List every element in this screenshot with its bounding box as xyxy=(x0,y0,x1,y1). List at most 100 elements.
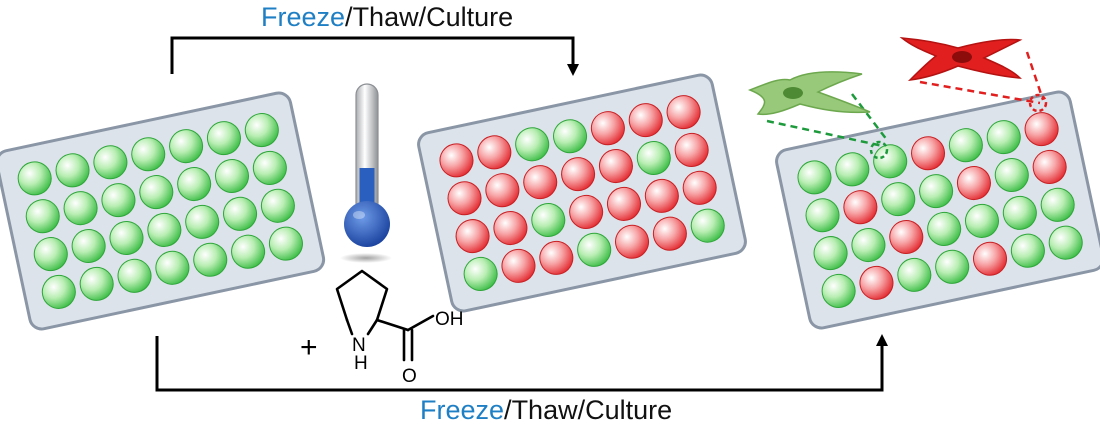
live-well xyxy=(813,236,848,271)
dead-well xyxy=(501,248,536,283)
live-well xyxy=(101,183,136,218)
top-slash-1: / xyxy=(345,2,353,32)
dead-well xyxy=(539,240,574,275)
live-well xyxy=(193,242,228,277)
live-cell-callout xyxy=(766,93,889,160)
live-well xyxy=(71,229,106,264)
dead-well xyxy=(674,132,709,167)
live-well xyxy=(260,188,295,223)
live-well xyxy=(169,129,204,164)
dead-well xyxy=(973,241,1008,276)
live-well xyxy=(897,257,932,292)
live-well xyxy=(215,158,250,193)
bottom-thaw-text: Thaw xyxy=(511,395,578,425)
dead-well xyxy=(956,166,991,201)
bottom-slash-1: / xyxy=(504,395,512,425)
live-well xyxy=(919,174,954,209)
live-well xyxy=(17,161,52,196)
dead-well xyxy=(859,265,894,300)
live-well xyxy=(927,211,962,246)
dead-well xyxy=(590,111,625,146)
dead-well xyxy=(477,135,512,170)
dead-well xyxy=(1024,112,1059,147)
live-well xyxy=(131,137,166,172)
live-well xyxy=(1010,233,1045,268)
live-well xyxy=(185,204,220,239)
dead-well xyxy=(644,178,679,213)
live-well xyxy=(231,234,266,269)
live-well xyxy=(93,145,128,180)
live-well xyxy=(964,203,999,238)
dead-well xyxy=(606,186,641,221)
dead-cell-icon xyxy=(899,37,1023,82)
top-slash-2: / xyxy=(418,2,427,32)
dead-well xyxy=(455,219,490,254)
live-well xyxy=(515,127,550,162)
live-well xyxy=(636,141,671,176)
bottom-culture-text: Culture xyxy=(585,395,673,425)
live-well xyxy=(63,191,98,226)
dead-well xyxy=(598,149,633,184)
live-well xyxy=(1048,225,1083,260)
live-well xyxy=(935,249,970,284)
dead-well xyxy=(523,165,558,200)
live-well xyxy=(244,113,279,148)
dead-well xyxy=(1032,149,1067,184)
live-well xyxy=(55,153,90,188)
live-well xyxy=(33,237,68,272)
dead-well xyxy=(493,211,528,246)
plate-without-additive xyxy=(417,73,747,313)
live-well xyxy=(117,258,152,293)
hydroxyl-label: OH xyxy=(435,309,464,330)
top-process-arrow xyxy=(170,36,579,76)
live-well xyxy=(206,121,241,156)
top-freeze-text: Freeze xyxy=(261,2,346,32)
dead-well xyxy=(628,103,663,138)
live-well xyxy=(805,198,840,233)
bottom-freeze-text: Freeze xyxy=(420,395,505,425)
dead-well xyxy=(569,194,604,229)
live-well xyxy=(252,150,287,185)
dead-well xyxy=(843,190,878,225)
l-proline-structure xyxy=(335,269,435,362)
live-well xyxy=(41,274,76,309)
dead-well xyxy=(889,220,924,255)
live-well xyxy=(577,232,612,267)
live-well xyxy=(531,203,566,238)
thermometer-icon xyxy=(340,83,392,263)
amine-n-label: N xyxy=(352,335,366,356)
live-well xyxy=(223,196,258,231)
live-well xyxy=(835,152,870,187)
live-well xyxy=(994,158,1029,193)
dead-well xyxy=(447,181,482,216)
live-well xyxy=(986,120,1021,155)
live-cell-icon xyxy=(747,71,871,116)
live-well xyxy=(881,182,916,217)
amine-h-label: H xyxy=(354,353,368,374)
dead-cell-callout xyxy=(919,51,1048,113)
dead-well xyxy=(615,224,650,259)
bottom-slash-2: / xyxy=(577,395,586,425)
dead-well xyxy=(652,216,687,251)
dead-well xyxy=(666,95,701,130)
top-process-label: Freeze/Thaw/Culture xyxy=(261,4,513,31)
dead-well xyxy=(682,170,717,205)
live-well xyxy=(553,119,588,154)
live-well xyxy=(821,273,856,308)
dead-well xyxy=(439,143,474,178)
initial-plate xyxy=(0,91,326,331)
plate-with-additive xyxy=(775,90,1100,330)
live-well xyxy=(79,266,114,301)
live-well xyxy=(948,128,983,163)
live-well xyxy=(268,226,303,261)
plus-sign: + xyxy=(300,331,318,364)
live-well xyxy=(851,228,886,263)
live-well xyxy=(139,175,174,210)
live-well xyxy=(1002,195,1037,230)
live-well xyxy=(797,160,832,195)
top-culture-text: Culture xyxy=(426,2,514,32)
bottom-process-arrow xyxy=(155,334,888,392)
carbonyl-o-label: O xyxy=(402,366,417,387)
l-proline-labels: + N H OH O xyxy=(300,309,464,387)
